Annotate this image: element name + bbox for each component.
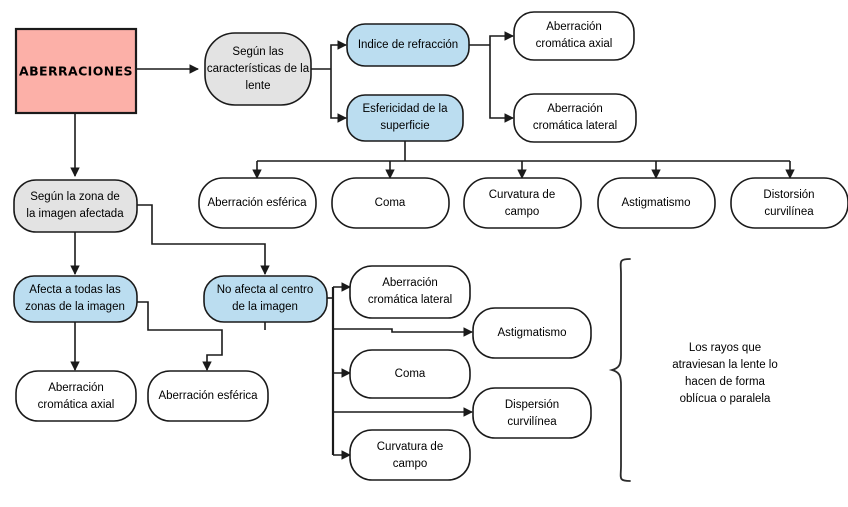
annotation-line2: atraviesan la lente lo (672, 359, 777, 371)
annotation-group: Los rayos que atraviesan la lente lo hac… (608, 258, 778, 482)
node-dispersion-bottom-line2: curvilínea (507, 416, 557, 428)
edge-zona-to-no-afecta-centro (137, 204, 270, 275)
right-brace-icon (608, 258, 631, 482)
node-crom-lateral-bottom-line1: Aberración (382, 277, 438, 289)
node-indice-refraccion-label: Indice de refracción (358, 39, 458, 51)
node-afecta-todas-line1: Afecta a todas las (29, 284, 121, 296)
node-crom-axial-top[interactable]: Aberración cromática axial (513, 11, 635, 61)
edge-indice-to-crom-lateral (489, 45, 514, 123)
annotation-line3: hacen de forma (685, 376, 766, 388)
edge-layer (70, 31, 795, 460)
node-crom-lateral-top-line2: cromática lateral (533, 120, 617, 132)
node-ab-esferica-row-label: Aberración esférica (207, 197, 307, 209)
node-distorsion-row[interactable]: Distorsión curvilínea (730, 177, 848, 229)
node-curvatura-row-line1: Curvatura de (489, 189, 555, 201)
node-crom-lateral-top[interactable]: Aberración cromática lateral (513, 93, 637, 143)
node-esfericidad-line2: superficie (380, 120, 429, 132)
node-criterio-lente[interactable]: Según las características de la lente (204, 32, 312, 106)
edge-criterio-lente-to-indice (330, 40, 347, 69)
node-curvatura-bottom[interactable]: Curvatura de campo (349, 429, 471, 481)
node-coma-bottom[interactable]: Coma (349, 349, 471, 399)
node-curvatura-bottom-line1: Curvatura de (377, 441, 443, 453)
node-crom-lateral-bottom-line2: cromática lateral (368, 294, 452, 306)
node-distorsion-row-line1: Distorsión (763, 189, 814, 201)
node-dispersion-bottom[interactable]: Dispersión curvilínea (472, 387, 592, 439)
node-crom-lateral-bottom[interactable]: Aberración cromática lateral (349, 265, 471, 319)
node-esfericidad[interactable]: Esfericidad de la superficie (346, 94, 464, 142)
node-crom-lateral-top-line1: Aberración (547, 103, 603, 115)
node-no-afecta-centro-line1: No afecta al centro (217, 284, 314, 296)
node-aberraciones[interactable]: ABERRACIONES (14, 27, 138, 115)
edge-indice-to-crom-axial (489, 31, 514, 45)
node-coma-row-label: Coma (375, 197, 406, 209)
node-astigmatismo-row-label: Astigmatismo (621, 197, 690, 209)
node-crom-axial-bottom[interactable]: Aberración cromática axial (15, 370, 137, 422)
node-dispersion-bottom-line1: Dispersión (505, 399, 559, 411)
node-afecta-todas[interactable]: Afecta a todas las zonas de la imagen (13, 275, 138, 323)
node-crom-axial-top-line2: cromática axial (536, 38, 613, 50)
node-criterio-zona[interactable]: Según la zona de la imagen afectada (13, 179, 138, 233)
node-crom-axial-bottom-line2: cromática axial (38, 399, 115, 411)
node-criterio-lente-line2: características de la (207, 63, 310, 75)
node-criterio-lente-line1: Según las (232, 46, 283, 58)
node-aberraciones-label: ABERRACIONES (19, 64, 133, 79)
node-criterio-zona-line1: Según la zona de (30, 191, 120, 203)
node-curvatura-bottom-line2: campo (393, 458, 428, 470)
node-coma-row[interactable]: Coma (331, 177, 450, 229)
node-astigmatismo-row[interactable]: Astigmatismo (597, 177, 716, 229)
node-ab-esferica-bottom[interactable]: Aberración esférica (147, 370, 269, 422)
node-criterio-lente-line3: lente (246, 80, 271, 92)
node-esfericidad-line1: Esfericidad de la (362, 103, 448, 115)
edge-crom-lateral-to-astigmatismo (333, 327, 473, 337)
node-ab-esferica-row[interactable]: Aberración esférica (198, 177, 317, 229)
annotation-line1: Los rayos que (689, 342, 761, 354)
node-crom-axial-top-line1: Aberración (546, 21, 602, 33)
node-afecta-todas-line2: zonas de la imagen (25, 301, 125, 313)
node-curvatura-row[interactable]: Curvatura de campo (463, 177, 582, 229)
node-astigmatismo-bottom[interactable]: Astigmatismo (472, 307, 592, 359)
node-curvatura-row-line2: campo (505, 206, 540, 218)
node-distorsion-row-line2: curvilínea (764, 206, 814, 218)
node-no-afecta-centro[interactable]: No afecta al centro de la imagen (203, 275, 328, 323)
node-no-afecta-centro-line2: de la imagen (232, 301, 298, 313)
node-crom-axial-bottom-line1: Aberración (48, 382, 104, 394)
edge-afecta-todas-to-ab-esferica (137, 301, 223, 371)
node-ab-esferica-bottom-label: Aberración esférica (158, 390, 258, 402)
node-astigmatismo-bottom-label: Astigmatismo (497, 327, 566, 339)
edge-criterio-lente-to-esfericidad (330, 69, 347, 123)
node-layer: ABERRACIONES Según las características d… (13, 11, 848, 481)
node-coma-bottom-label: Coma (395, 368, 426, 380)
node-criterio-zona-line2: la imagen afectada (26, 208, 124, 220)
node-indice-refraccion[interactable]: Indice de refracción (346, 23, 470, 67)
annotation-line4: oblícua o paralela (680, 393, 771, 405)
